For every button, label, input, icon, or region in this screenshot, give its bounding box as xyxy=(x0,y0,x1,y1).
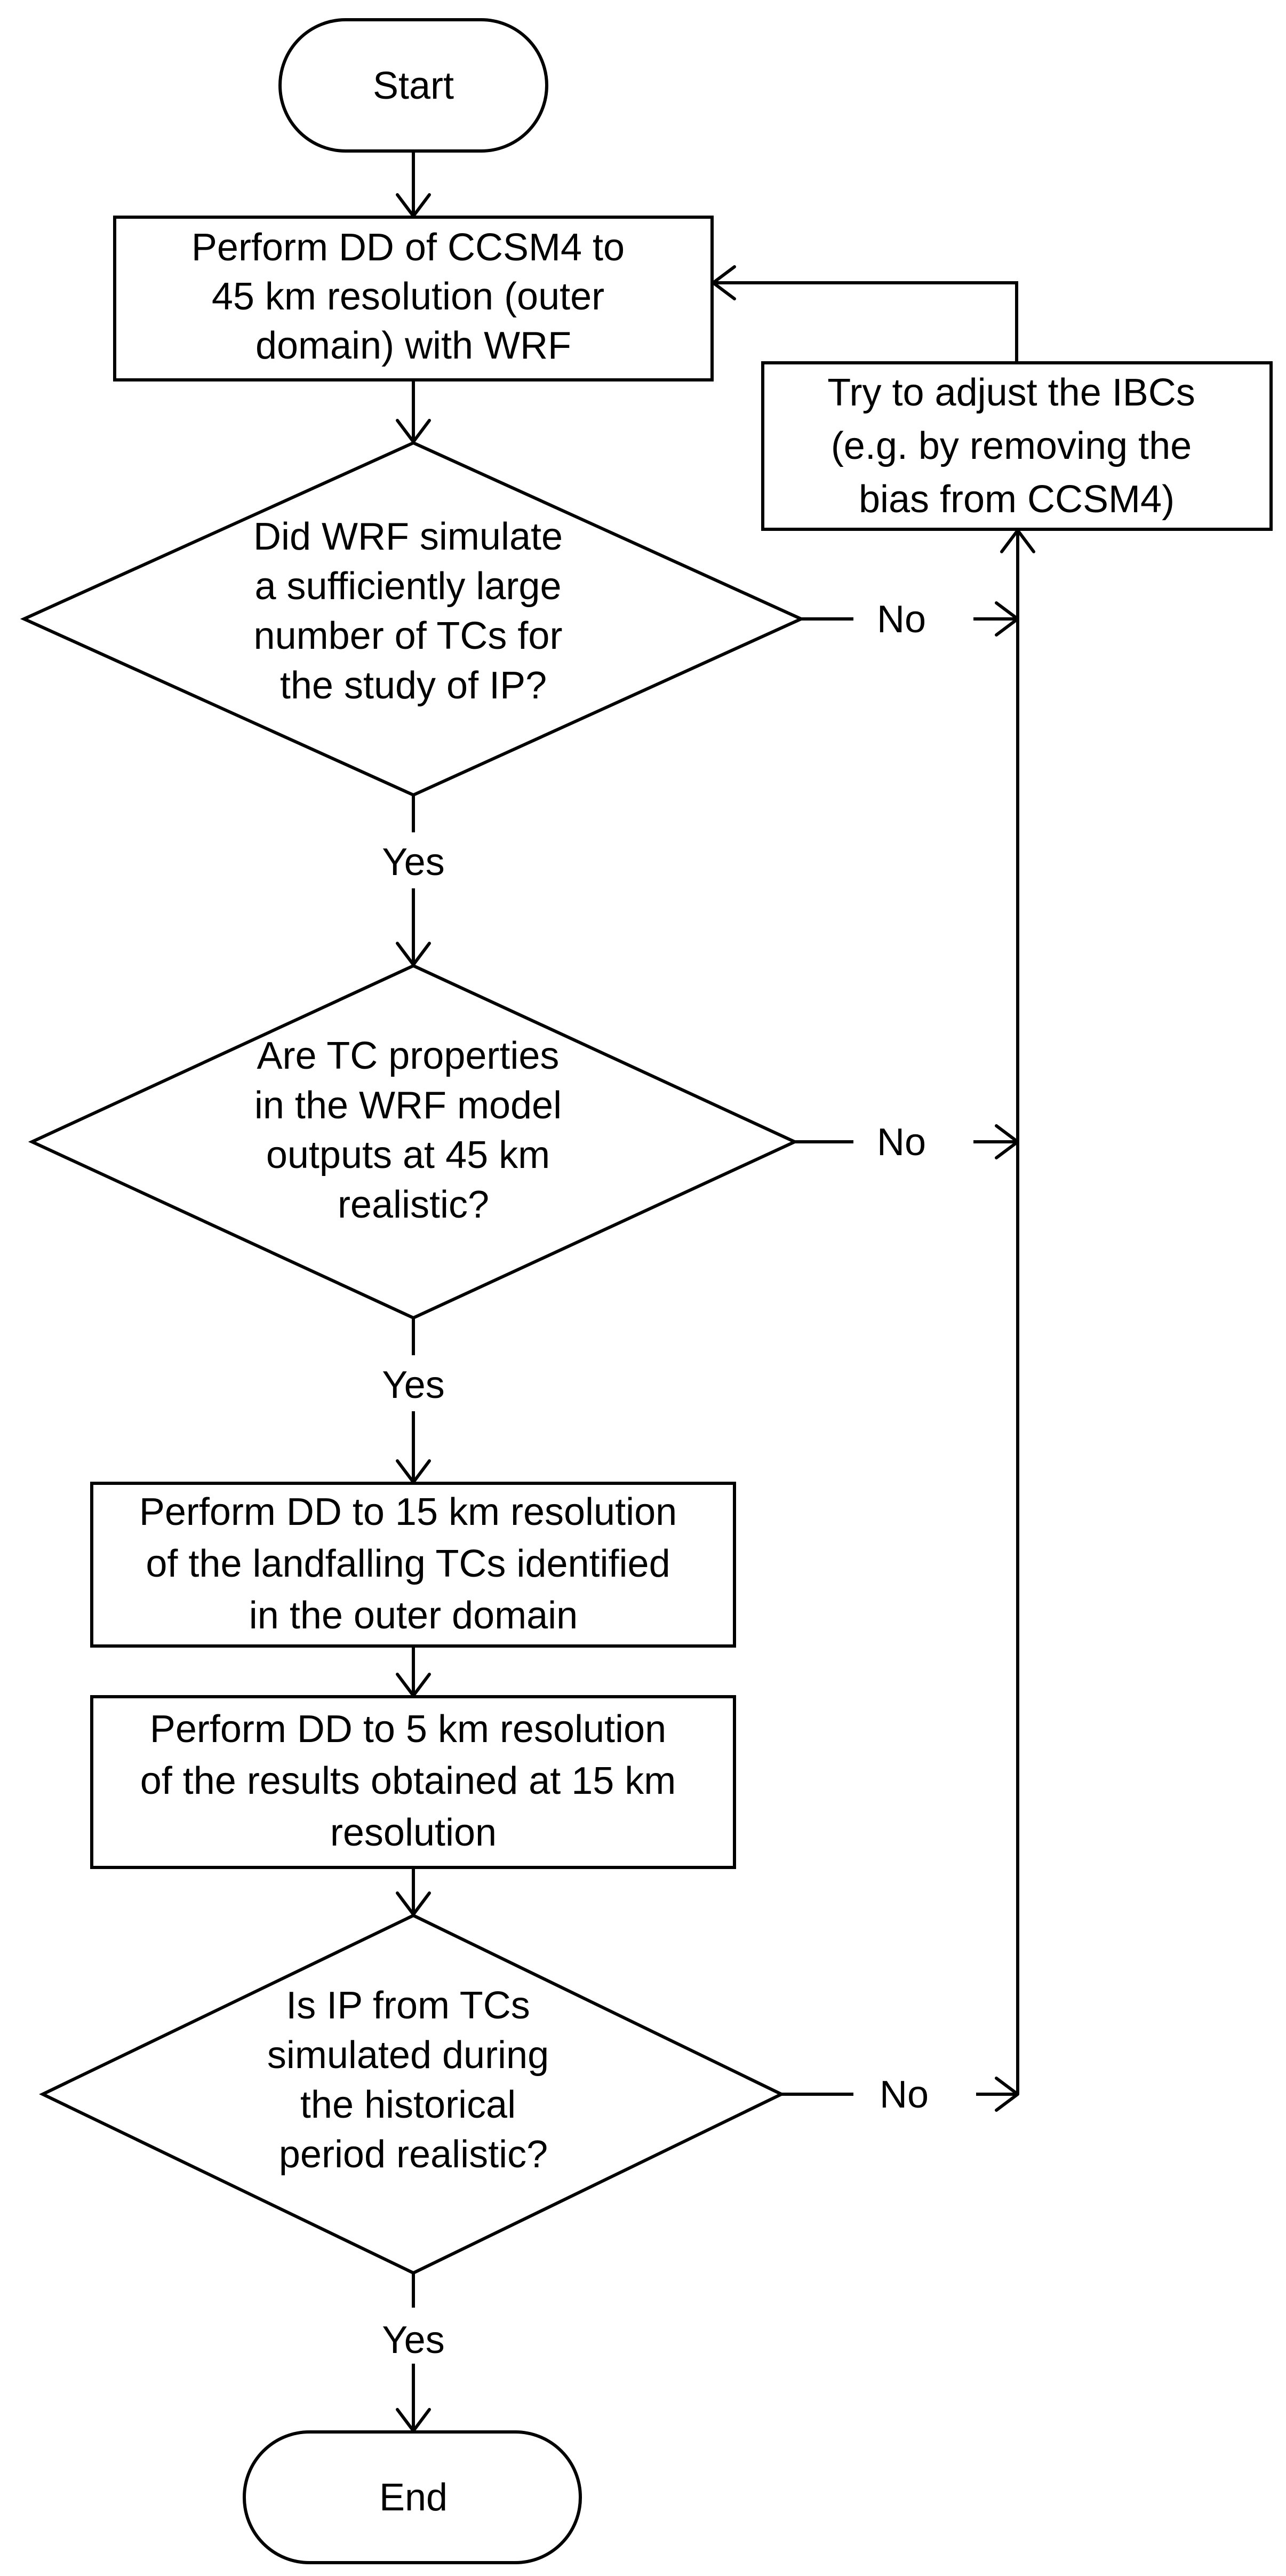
connector-step3-to-decision3 xyxy=(396,1867,431,1916)
step2-line-2: of the landfalling TCs identified xyxy=(146,1543,670,1585)
no-label-3: No xyxy=(880,2073,929,2116)
no-label-1: No xyxy=(877,598,926,641)
connector-feedback-to-adjust xyxy=(1000,529,1035,2094)
yes-label-1: Yes xyxy=(382,841,444,884)
decision2-line-1: Are TC properties xyxy=(257,1035,560,1077)
connector-adjust-to-step1 xyxy=(712,265,1018,363)
decision1-text: Did WRF simulate a sufficiently large nu… xyxy=(253,515,573,707)
decision3-line-3: the historical xyxy=(300,2084,516,2126)
adjust-ibcs-box xyxy=(761,361,1273,531)
decision1-line-1: Did WRF simulate xyxy=(253,515,563,558)
connector-decision3-to-end xyxy=(396,2273,431,2432)
decision3-text: Is IP from TCs simulated during the hist… xyxy=(267,1984,560,2176)
decision3-line-4: period realistic? xyxy=(279,2133,548,2176)
step2-text: Perform DD to 15 km resolution of the la… xyxy=(139,1491,688,1637)
decision2-line-3: outputs at 45 km xyxy=(266,1134,550,1176)
connector-step2-to-step3 xyxy=(396,1646,431,1697)
connector-start-to-step1 xyxy=(396,151,431,218)
step3-line-3: resolution xyxy=(330,1811,497,1854)
step2-line-1: Perform DD to 15 km resolution xyxy=(139,1491,677,1533)
step1-line-1: Perform DD of CCSM4 to xyxy=(191,226,625,269)
no-arrow-3 xyxy=(976,2077,1019,2112)
yes-label-3: Yes xyxy=(382,2319,444,2362)
connector-step1-to-decision1 xyxy=(396,380,431,443)
decision3-line-1: Is IP from TCs xyxy=(286,1984,530,2027)
end-label: End xyxy=(379,2476,448,2519)
step1-text: Perform DD of CCSM4 to 45 km resolution … xyxy=(191,226,635,367)
step2-process-box xyxy=(90,1482,736,1648)
no-label-2: No xyxy=(877,1121,926,1164)
adjust-line-2: (e.g. by removing the xyxy=(831,425,1192,467)
decision2-line-2: in the WRF model xyxy=(254,1084,562,1127)
no-arrow-1 xyxy=(973,601,1019,637)
step3-text: Perform DD to 5 km resolution of the res… xyxy=(140,1708,687,1854)
step3-process-box xyxy=(90,1695,736,1869)
step3-line-1: Perform DD to 5 km resolution xyxy=(150,1708,666,1751)
step3-line-2: of the results obtained at 15 km xyxy=(140,1760,676,1802)
decision1-line-2: a sufficiently large xyxy=(255,565,562,608)
connector-decision1-to-decision2 xyxy=(396,795,431,966)
connector-decision2-to-step2 xyxy=(396,1318,431,1484)
start-label: Start xyxy=(373,65,454,107)
step1-line-2: 45 km resolution (outer xyxy=(212,275,604,318)
adjust-line-1: Try to adjust the IBCs xyxy=(827,371,1195,414)
decision2-text: Are TC properties in the WRF model outpu… xyxy=(254,1035,572,1226)
decision1-line-4: the study of IP? xyxy=(280,664,547,707)
yes-label-2: Yes xyxy=(382,1364,444,1406)
step1-line-3: domain) with WRF xyxy=(255,324,571,367)
decision2-line-4: realistic? xyxy=(338,1183,489,1226)
adjust-line-3: bias from CCSM4) xyxy=(859,478,1175,521)
no-arrow-2 xyxy=(973,1124,1019,1159)
decision1-line-3: number of TCs for xyxy=(254,615,563,657)
step1-process-box xyxy=(113,216,714,381)
adjust-ibcs-text: Try to adjust the IBCs (e.g. by removing… xyxy=(827,371,1206,521)
decision3-line-2: simulated during xyxy=(267,2034,549,2077)
step2-line-3: in the outer domain xyxy=(249,1594,578,1637)
